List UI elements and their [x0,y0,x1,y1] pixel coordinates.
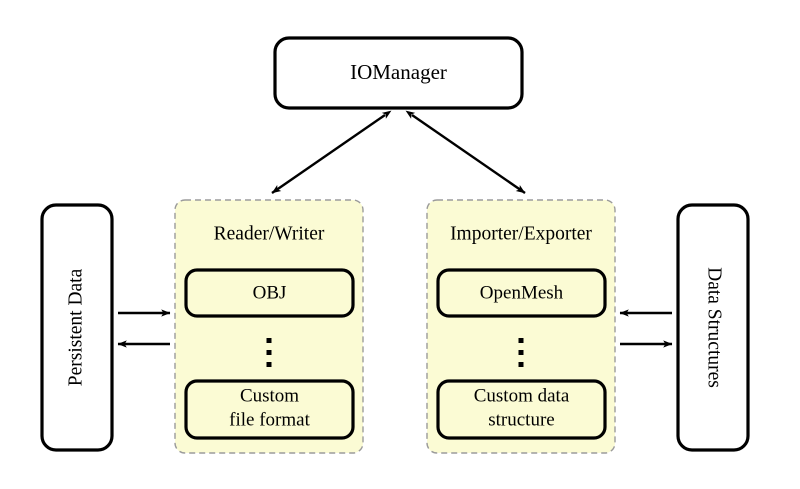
persistent-data-label: Persistent Data [65,268,86,386]
item-custom-data-structure[interactable]: Custom data structure [436,379,607,440]
item-custom-data-structure-label-line2: structure [488,409,554,430]
item-obj-shape [184,268,355,318]
item-obj[interactable]: OBJ [184,268,355,318]
item-openmesh-label: OpenMesh [480,282,564,303]
item-openmesh[interactable]: OpenMesh [436,268,607,318]
group-importer-exporter-label: Importer/Exporter [450,223,592,244]
item-custom-data-structure-label-line1: Custom data [474,385,570,406]
iomanager-box[interactable]: IOManager [273,36,524,110]
item-custom-file-format-shape [184,379,355,440]
item-ellipsis-left [266,338,272,367]
item-custom-file-format-label-line1: Custom [240,385,299,406]
group-reader-writer-label: Reader/Writer [214,223,325,244]
item-ellipsis-right [518,338,524,367]
connector-iomanager-importerexporter [405,110,526,194]
persistent-data-box[interactable]: Persistent Data [40,203,114,452]
iomanager-label: IOManager [350,60,447,84]
iomanager-box-shape [273,36,524,110]
item-custom-data-structure-shape [436,379,607,440]
group-importer-exporter[interactable]: Importer/Exporter OpenMesh Custom data s… [426,199,616,454]
item-custom-file-format[interactable]: Custom file format [184,379,355,440]
connector-iomanager-readerwriter [271,110,392,194]
group-reader-writer[interactable]: Reader/Writer OBJ Custom file format [174,199,364,454]
persistent-data-box-shape [40,203,114,452]
item-custom-file-format-label-line2: file format [229,409,310,430]
data-structures-label: Data Structures [704,267,725,388]
data-structures-box-shape [676,203,750,452]
item-obj-label: OBJ [253,282,287,303]
data-structures-box[interactable]: Data Structures [676,203,750,452]
item-openmesh-shape [436,268,607,318]
